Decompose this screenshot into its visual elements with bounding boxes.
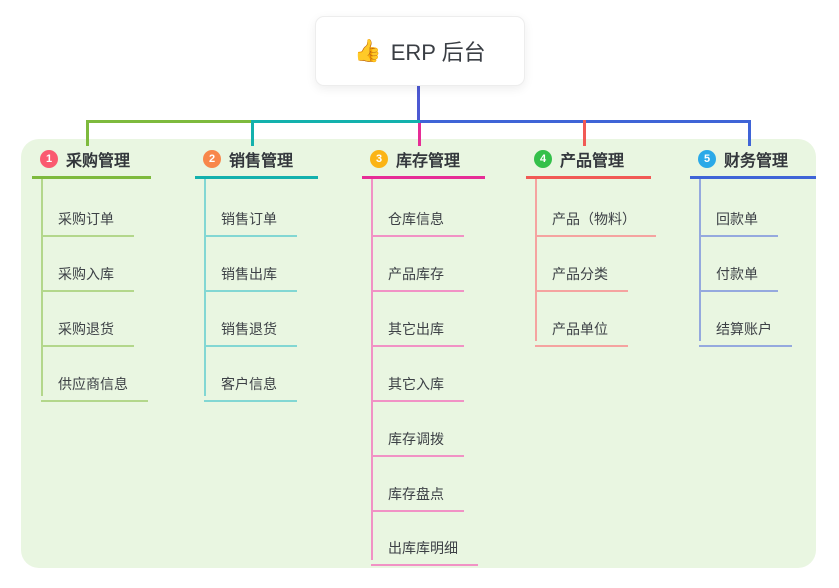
root-topic[interactable]: 👍 ERP 后台 xyxy=(315,16,525,86)
child-label: 结算账户 xyxy=(716,321,772,337)
thumbs-up-icon: 👍 xyxy=(354,38,382,63)
branch-label: 库存管理 xyxy=(396,153,461,170)
child-topic[interactable]: 出库库明细 xyxy=(371,520,478,566)
child-label: 产品单位 xyxy=(552,321,608,337)
child-label: 采购入库 xyxy=(58,266,114,282)
child-topic[interactable]: 销售出库 xyxy=(204,246,297,292)
child-topic[interactable]: 采购订单 xyxy=(41,191,134,237)
child-label: 采购订单 xyxy=(58,211,114,227)
branch-topic-3[interactable]: 3 库存管理 xyxy=(362,142,485,179)
child-label: 销售退货 xyxy=(221,321,277,337)
branch-topic-5[interactable]: 5 财务管理 xyxy=(690,142,816,179)
branch-label: 财务管理 xyxy=(724,153,789,170)
branch-number-badge: 1 xyxy=(40,150,58,168)
child-label: 库存调拨 xyxy=(388,431,444,447)
child-label: 销售出库 xyxy=(221,266,277,282)
child-topic[interactable]: 仓库信息 xyxy=(371,191,464,237)
child-topic[interactable]: 库存盘点 xyxy=(371,466,464,512)
child-topic[interactable]: 采购退货 xyxy=(41,301,134,347)
child-label: 付款单 xyxy=(716,266,758,282)
child-topic[interactable]: 其它出库 xyxy=(371,301,464,347)
child-label: 其它入库 xyxy=(388,376,444,392)
child-topic[interactable]: 结算账户 xyxy=(699,301,792,347)
child-topic[interactable]: 采购入库 xyxy=(41,246,134,292)
branch-spine-line-5 xyxy=(699,179,701,341)
child-topic[interactable]: 产品分类 xyxy=(535,246,628,292)
branch-drop-line-1 xyxy=(86,120,89,146)
child-label: 出库库明细 xyxy=(388,540,458,556)
branch-spine-line-1 xyxy=(41,179,43,396)
child-topic[interactable]: 销售订单 xyxy=(204,191,297,237)
root-label: ERP 后台 xyxy=(390,40,486,65)
child-label: 回款单 xyxy=(716,211,758,227)
child-topic[interactable]: 销售退货 xyxy=(204,301,297,347)
child-label: 仓库信息 xyxy=(388,211,444,227)
branch-spine-line-2 xyxy=(204,179,206,396)
child-label: 销售订单 xyxy=(221,211,277,227)
child-label: 产品（物料） xyxy=(552,211,636,227)
branch-number-badge: 2 xyxy=(203,150,221,168)
child-topic[interactable]: 产品库存 xyxy=(371,246,464,292)
child-topic[interactable]: 产品（物料） xyxy=(535,191,656,237)
child-label: 产品分类 xyxy=(552,266,608,282)
branch-number-badge: 5 xyxy=(698,150,716,168)
root-stem-line xyxy=(416,84,420,123)
child-topic[interactable]: 其它入库 xyxy=(371,356,464,402)
branch-label: 产品管理 xyxy=(560,153,625,170)
child-topic[interactable]: 客户信息 xyxy=(204,356,297,402)
branch-number-badge: 3 xyxy=(370,150,388,168)
child-topic[interactable]: 付款单 xyxy=(699,246,778,292)
group-panel[interactable] xyxy=(21,139,816,568)
branch-label: 采购管理 xyxy=(66,153,131,170)
branch-topic-4[interactable]: 4 产品管理 xyxy=(526,142,651,179)
child-topic[interactable]: 回款单 xyxy=(699,191,778,237)
branch-topic-2[interactable]: 2 销售管理 xyxy=(195,142,318,179)
branch-topic-1[interactable]: 1 采购管理 xyxy=(32,142,151,179)
child-label: 产品库存 xyxy=(388,266,444,282)
branch-drop-line-5 xyxy=(747,120,751,146)
child-label: 其它出库 xyxy=(388,321,444,337)
child-label: 客户信息 xyxy=(221,376,277,392)
child-label: 采购退货 xyxy=(58,321,114,337)
bus-segment-teal xyxy=(252,120,420,123)
branch-drop-line-4 xyxy=(583,120,586,146)
branch-drop-line-2 xyxy=(251,120,254,146)
child-topic[interactable]: 库存调拨 xyxy=(371,411,464,457)
branch-spine-line-4 xyxy=(535,179,537,341)
bus-segment-green xyxy=(87,120,253,123)
branch-label: 销售管理 xyxy=(229,153,294,170)
child-topic[interactable]: 产品单位 xyxy=(535,301,628,347)
child-label: 库存盘点 xyxy=(388,486,444,502)
branch-spine-line-3 xyxy=(371,179,373,560)
branch-number-badge: 4 xyxy=(534,150,552,168)
branch-drop-line-3 xyxy=(418,123,421,146)
child-label: 供应商信息 xyxy=(58,376,128,392)
child-topic[interactable]: 供应商信息 xyxy=(41,356,148,402)
